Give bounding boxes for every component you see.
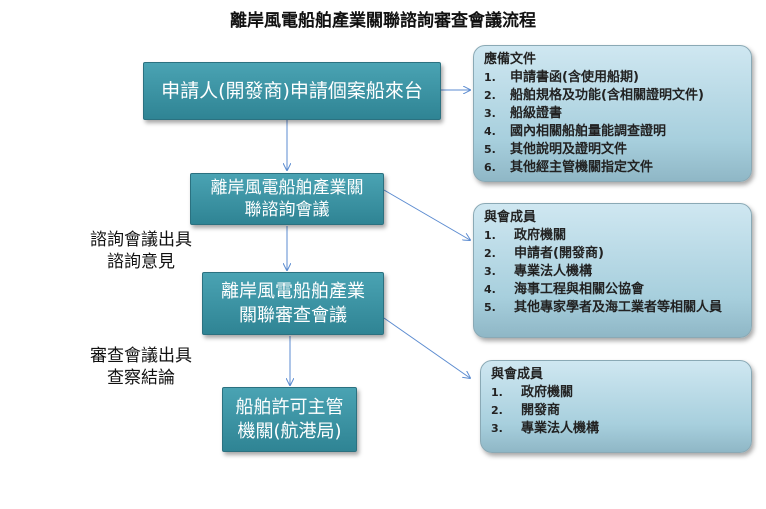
item-text: 專業法人機構	[521, 421, 600, 436]
item-number: 1.	[484, 229, 496, 242]
list-item: 6. 其他經主管機關指定文件	[484, 159, 741, 177]
item-text: 政府機關	[521, 385, 574, 400]
note-consultation: 諮詢會議出具諮詢意見	[76, 229, 206, 273]
panel-required-documents: 應備文件 1. 申請書函(含使用船期) 2. 船舶規格及功能(含相關證明文件) 3.…	[473, 45, 752, 182]
flow-step-apply: 申請人(開發商)申請個案船來台	[143, 62, 441, 120]
item-number: 3.	[491, 422, 503, 435]
item-text: 開發商	[521, 403, 561, 418]
arrow-to-panel-2	[383, 189, 470, 240]
item-number: 5.	[484, 143, 496, 156]
note-line: 審查會議出具	[90, 346, 192, 366]
item-number: 3.	[484, 265, 496, 278]
flow-step-authority: 船舶許可主管機關(航港局)	[222, 387, 357, 452]
list-item: 3. 船級證書	[484, 105, 741, 123]
item-text: 專業法人機構	[514, 264, 593, 279]
flow-step-label: 申請人(開發商)申請個案船來台	[161, 79, 423, 102]
item-text: 其他專家學者及海工業者等相關人員	[514, 300, 723, 315]
item-text: 國內相關船舶量能調查證明	[510, 124, 667, 139]
flow-step-label: 船舶許可主管機關(航港局)	[235, 397, 344, 442]
note-review: 審查會議出具查察結論	[76, 345, 206, 389]
list-item: 1. 政府機關	[491, 384, 741, 402]
arrow-to-panel-3	[383, 317, 470, 378]
panel-heading: 與會成員	[484, 210, 537, 225]
list-item: 5. 其他專家學者及海工業者等相關人員	[484, 299, 741, 317]
item-number: 4.	[484, 125, 496, 138]
item-number: 1.	[491, 386, 503, 399]
item-text: 其他經主管機關指定文件	[510, 160, 654, 175]
list-item: 2. 申請者(開發商)	[484, 245, 741, 263]
note-line: 查察結論	[107, 368, 175, 388]
item-number: 2.	[484, 89, 496, 102]
note-line: 諮詢意見	[107, 252, 175, 272]
item-text: 船級證書	[510, 106, 563, 121]
item-number: 6.	[484, 161, 496, 174]
panel-heading: 應備文件	[484, 52, 537, 67]
item-number: 5.	[484, 301, 496, 314]
list-item: 3. 專業法人機構	[491, 420, 741, 438]
item-text: 船舶規格及功能(含相關證明文件)	[510, 88, 704, 103]
item-number: 2.	[484, 247, 496, 260]
item-number: 1.	[484, 71, 496, 84]
flow-step-label: 離岸風電船舶產業關聯審查會議	[221, 281, 365, 326]
item-text: 申請者(開發商)	[514, 246, 604, 261]
item-number: 3.	[484, 107, 496, 120]
panel-heading: 與會成員	[491, 367, 544, 382]
list-item: 2. 船舶規格及功能(含相關證明文件)	[484, 87, 741, 105]
list-item: 4. 海事工程與相關公協會	[484, 281, 741, 299]
flow-step-label: 離岸風電船舶產業關聯諮詢會議	[210, 177, 364, 220]
item-number: 2.	[491, 404, 503, 417]
item-text: 政府機關	[514, 228, 567, 243]
list-item: 3. 專業法人機構	[484, 263, 741, 281]
flow-step-consultation: 離岸風電船舶產業關聯諮詢會議	[190, 173, 384, 225]
item-text: 申請書函(含使用船期)	[510, 70, 639, 85]
item-text: 其他說明及證明文件	[510, 142, 628, 157]
note-line: 諮詢會議出具	[90, 230, 192, 250]
list-item: 1. 政府機關	[484, 227, 741, 245]
item-number: 4.	[484, 283, 496, 296]
list-item: 4. 國內相關船舶量能調查證明	[484, 123, 741, 141]
panel-consultation-members: 與會成員 1. 政府機關 2. 申請者(開發商) 3. 專業法人機構 4. 海事工程與相…	[473, 203, 752, 338]
list-item: 5. 其他說明及證明文件	[484, 141, 741, 159]
page-title: 離岸風電船舶產業關聯諮詢審查會議流程	[230, 11, 536, 31]
list-item: 1. 申請書函(含使用船期)	[484, 69, 741, 87]
list-item: 2. 開發商	[491, 402, 741, 420]
flow-step-review: 離岸風電船舶產業關聯審查會議	[202, 272, 384, 335]
panel-review-members: 與會成員 1. 政府機關 2. 開發商 3. 專業法人機構	[480, 360, 752, 453]
item-text: 海事工程與相關公協會	[514, 282, 645, 297]
